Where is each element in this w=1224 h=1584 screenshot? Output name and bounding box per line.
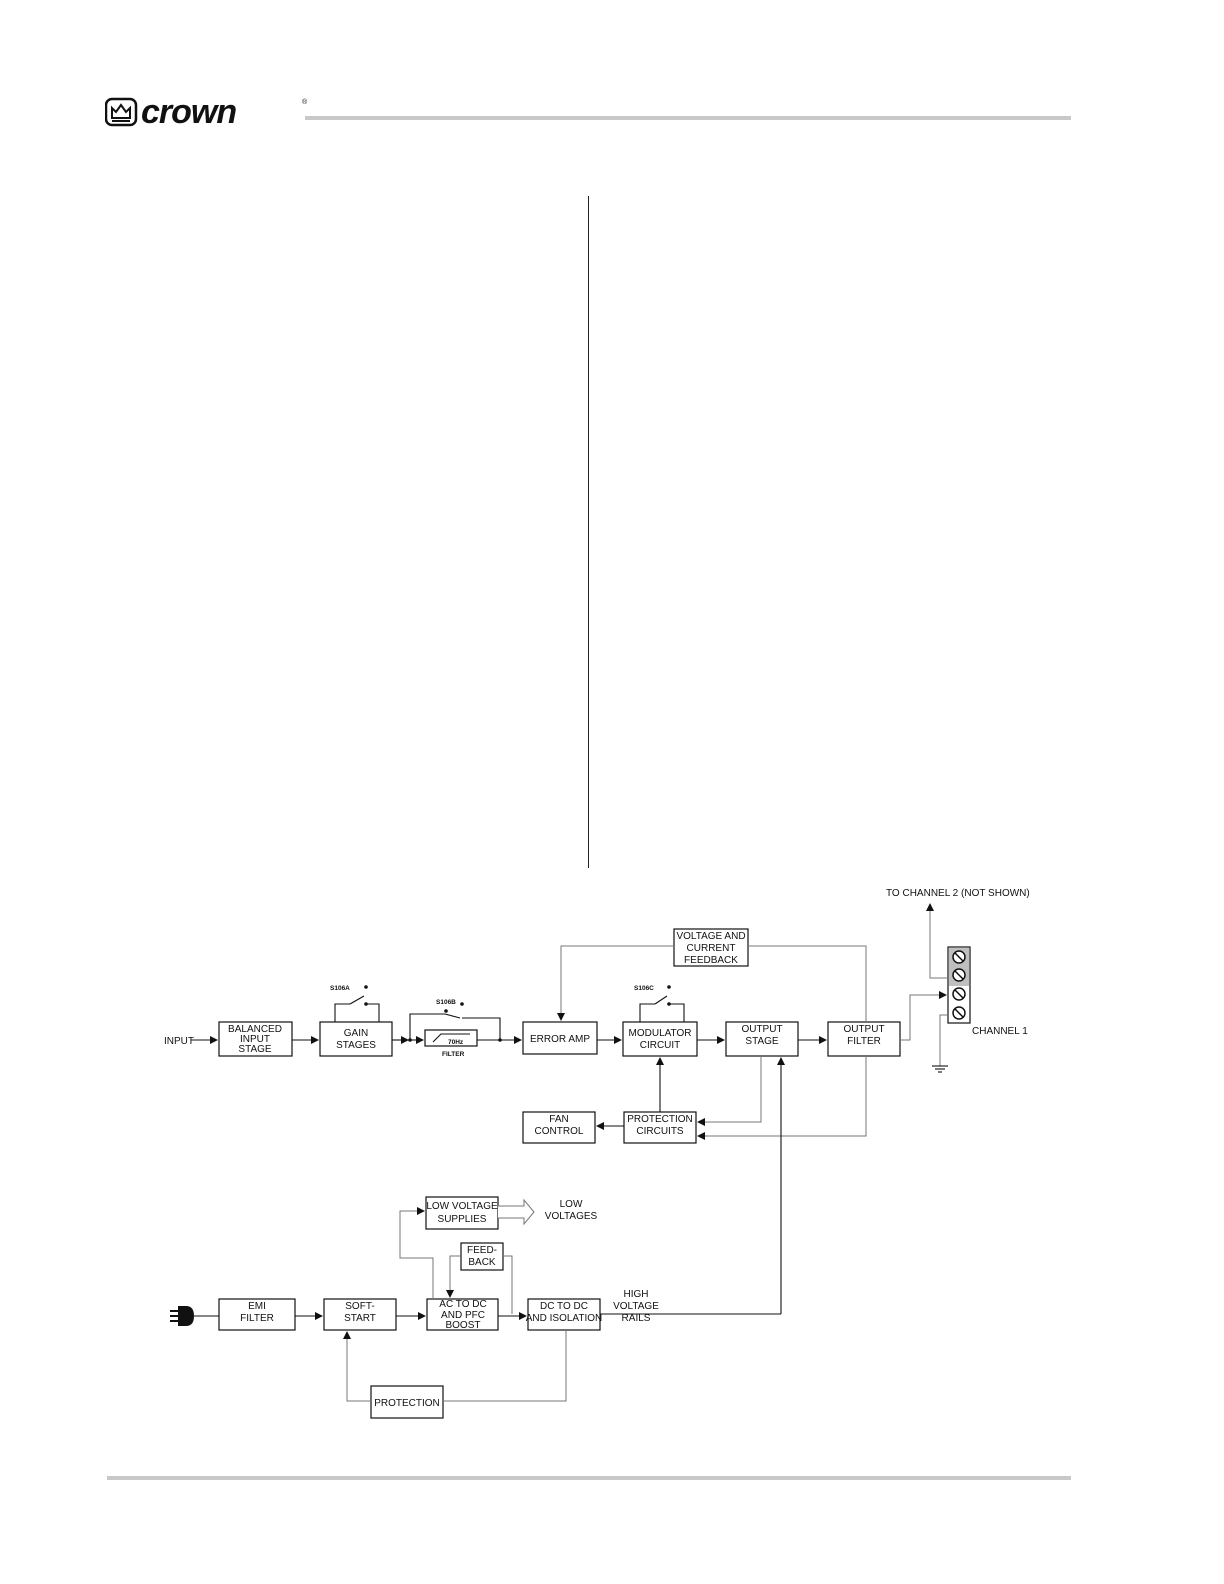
svg-text:HIGH: HIGH bbox=[624, 1289, 649, 1300]
output-filter-block: OUTPUT FILTER bbox=[827, 1021, 901, 1057]
svg-text:AND ISOLATION: AND ISOLATION bbox=[526, 1313, 603, 1324]
svg-text:70Hz: 70Hz bbox=[448, 1039, 464, 1046]
emi-filter-block: EMI FILTER bbox=[218, 1298, 296, 1331]
svg-text:CURRENT: CURRENT bbox=[687, 943, 736, 954]
ac-dc-pfc-boost-block: AC TO DC AND PFC BOOST bbox=[426, 1298, 499, 1331]
svg-text:DC TO DC: DC TO DC bbox=[540, 1301, 588, 1312]
svg-text:CONTROL: CONTROL bbox=[535, 1126, 584, 1137]
svg-text:BACK: BACK bbox=[468, 1257, 496, 1268]
brand-wordmark: crown bbox=[141, 96, 236, 130]
error-amp-block: ERROR AMP bbox=[522, 1021, 598, 1055]
svg-text:STAGE: STAGE bbox=[745, 1036, 778, 1047]
svg-text:START: START bbox=[344, 1313, 376, 1324]
svg-text:PROTECTION: PROTECTION bbox=[374, 1398, 440, 1409]
svg-text:S106C: S106C bbox=[634, 985, 654, 992]
svg-text:PROTECTION: PROTECTION bbox=[627, 1114, 693, 1125]
svg-text:VOLTAGES: VOLTAGES bbox=[545, 1211, 598, 1222]
svg-text:ERROR AMP: ERROR AMP bbox=[530, 1034, 590, 1045]
power-plug-icon bbox=[170, 1306, 194, 1326]
svg-text:STAGE: STAGE bbox=[238, 1044, 271, 1055]
switch-s106b-filter: S106B 70Hz FILTER bbox=[408, 999, 502, 1058]
svg-text:VOLTAGE: VOLTAGE bbox=[613, 1301, 659, 1312]
feedback-small-block: FEED- BACK bbox=[460, 1242, 504, 1271]
crown-logo: crown ® bbox=[105, 96, 308, 130]
dc-dc-isolation-block: DC TO DC AND ISOLATION bbox=[526, 1298, 603, 1331]
switch-s106a: S106A bbox=[330, 985, 380, 1022]
svg-text:EMI: EMI bbox=[248, 1301, 266, 1312]
svg-text:AND PFC: AND PFC bbox=[441, 1310, 485, 1321]
svg-text:LOW VOLTAGE: LOW VOLTAGE bbox=[426, 1201, 498, 1212]
footer-rule bbox=[107, 1476, 1071, 1480]
fan-control-block: FAN CONTROL bbox=[522, 1111, 596, 1144]
svg-text:CIRCUITS: CIRCUITS bbox=[636, 1126, 684, 1137]
modulator-circuit-block: MODULATOR CIRCUIT bbox=[622, 1021, 698, 1057]
svg-text:FILTER: FILTER bbox=[240, 1313, 274, 1324]
svg-text:MODULATOR: MODULATOR bbox=[629, 1028, 692, 1039]
switch-s106c: S106C bbox=[634, 985, 685, 1022]
svg-text:AC TO DC: AC TO DC bbox=[439, 1299, 486, 1310]
svg-text:FILTER: FILTER bbox=[442, 1051, 465, 1058]
protection-circuits-block: PROTECTION CIRCUITS bbox=[623, 1111, 697, 1144]
svg-text:CIRCUIT: CIRCUIT bbox=[640, 1040, 681, 1051]
svg-text:S106B: S106B bbox=[436, 999, 456, 1006]
ground-icon bbox=[932, 1065, 948, 1073]
svg-text:BOOST: BOOST bbox=[445, 1320, 480, 1331]
svg-text:BALANCED: BALANCED bbox=[228, 1024, 282, 1035]
svg-text:FAN: FAN bbox=[549, 1114, 568, 1125]
svg-text:FILTER: FILTER bbox=[847, 1036, 881, 1047]
gain-stages-block: GAIN STAGES bbox=[319, 1021, 393, 1057]
voltage-current-feedback-block: VOLTAGE AND CURRENT FEEDBACK bbox=[673, 928, 749, 967]
channel-1-label: CHANNEL 1 bbox=[972, 1026, 1028, 1037]
svg-text:OUTPUT: OUTPUT bbox=[843, 1024, 884, 1035]
header-rule bbox=[305, 116, 1071, 120]
svg-text:SUPPLIES: SUPPLIES bbox=[438, 1214, 487, 1225]
low-voltages-label: LOW VOLTAGES bbox=[545, 1199, 598, 1222]
svg-text:S106A: S106A bbox=[330, 985, 350, 992]
protection-block: PROTECTION bbox=[370, 1385, 444, 1419]
svg-text:LOW: LOW bbox=[560, 1199, 583, 1210]
column-divider bbox=[588, 196, 589, 868]
low-voltage-supplies-block: LOW VOLTAGE SUPPLIES bbox=[425, 1196, 499, 1230]
registered-mark: ® bbox=[302, 98, 308, 106]
to-channel-2-label: TO CHANNEL 2 (NOT SHOWN) bbox=[886, 888, 1030, 899]
svg-text:SOFT-: SOFT- bbox=[345, 1301, 374, 1312]
input-label: INPUT bbox=[164, 1036, 194, 1047]
svg-text:INPUT: INPUT bbox=[240, 1034, 270, 1045]
output-terminal-block bbox=[947, 946, 971, 1024]
svg-text:GAIN: GAIN bbox=[344, 1028, 368, 1039]
svg-text:FEED-: FEED- bbox=[467, 1245, 497, 1256]
svg-text:OUTPUT: OUTPUT bbox=[741, 1024, 782, 1035]
svg-text:FEEDBACK: FEEDBACK bbox=[684, 955, 738, 966]
soft-start-block: SOFT- START bbox=[323, 1298, 397, 1331]
balanced-input-stage-block: BALANCED INPUT STAGE bbox=[218, 1021, 293, 1057]
high-voltage-rails-label: HIGH VOLTAGE RAILS bbox=[613, 1289, 659, 1324]
svg-text:RAILS: RAILS bbox=[622, 1313, 651, 1324]
svg-text:VOLTAGE AND: VOLTAGE AND bbox=[676, 931, 745, 942]
svg-text:STAGES: STAGES bbox=[336, 1040, 376, 1051]
output-stage-block: OUTPUT STAGE bbox=[725, 1021, 799, 1057]
